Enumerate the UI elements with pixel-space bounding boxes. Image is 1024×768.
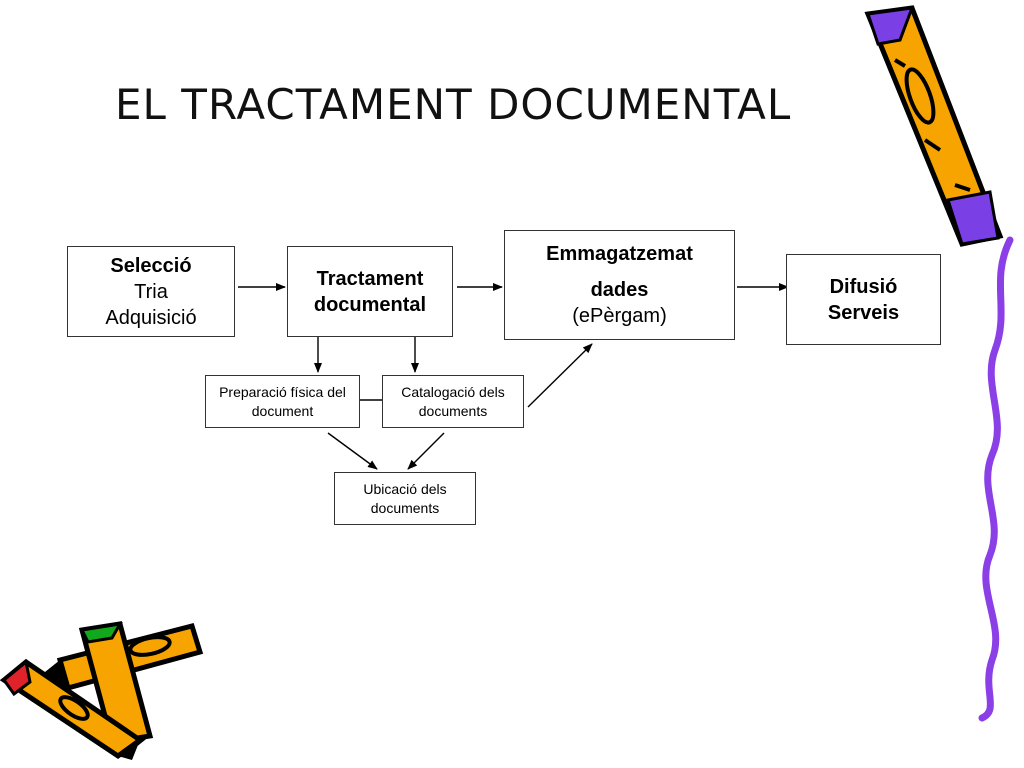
node-difusio-label2: Serveis [827,301,900,324]
node-emmagatzemat-sub: (ePèrgam) [572,305,667,327]
node-seleccio-line2: Adquisició [105,306,197,329]
node-difusio: Difusió Serveis [786,254,941,345]
node-emmagatzemat-label2: dades [590,279,649,301]
node-seleccio: Selecció Tria Adquisició [67,246,235,337]
squiggle-line [978,236,1014,722]
node-seleccio-line1: Tria [134,280,168,303]
node-emmagatzemat: Emmagatzemat dades (ePèrgam) [504,230,735,340]
node-tractament-label: Tractament documental [313,267,427,316]
node-catalogacio-label: Catalogació dels documents [401,383,505,419]
pencils-icon [0,621,204,760]
node-preparacio: Preparació física del document [205,375,360,428]
arrow-catalogacio-emmagatzemat [527,343,593,408]
page-title: EL TRACTAMENT DOCUMENTAL [115,80,792,129]
pencil-icon [864,5,1004,247]
node-ubicacio: Ubicació dels documents [334,472,476,525]
node-catalogacio: Catalogació dels documents [382,375,524,428]
node-preparacio-label: Preparació física del document [219,383,346,419]
node-emmagatzemat-label1: Emmagatzemat [546,243,693,265]
node-difusio-label1: Difusió [829,275,898,298]
arrow-preparacio-ubicacio [327,432,378,470]
arrow-catalogacio-ubicacio [407,432,445,470]
node-seleccio-label: Selecció [110,254,192,277]
node-ubicacio-label: Ubicació dels documents [363,480,447,516]
node-tractament: Tractament documental [287,246,453,337]
